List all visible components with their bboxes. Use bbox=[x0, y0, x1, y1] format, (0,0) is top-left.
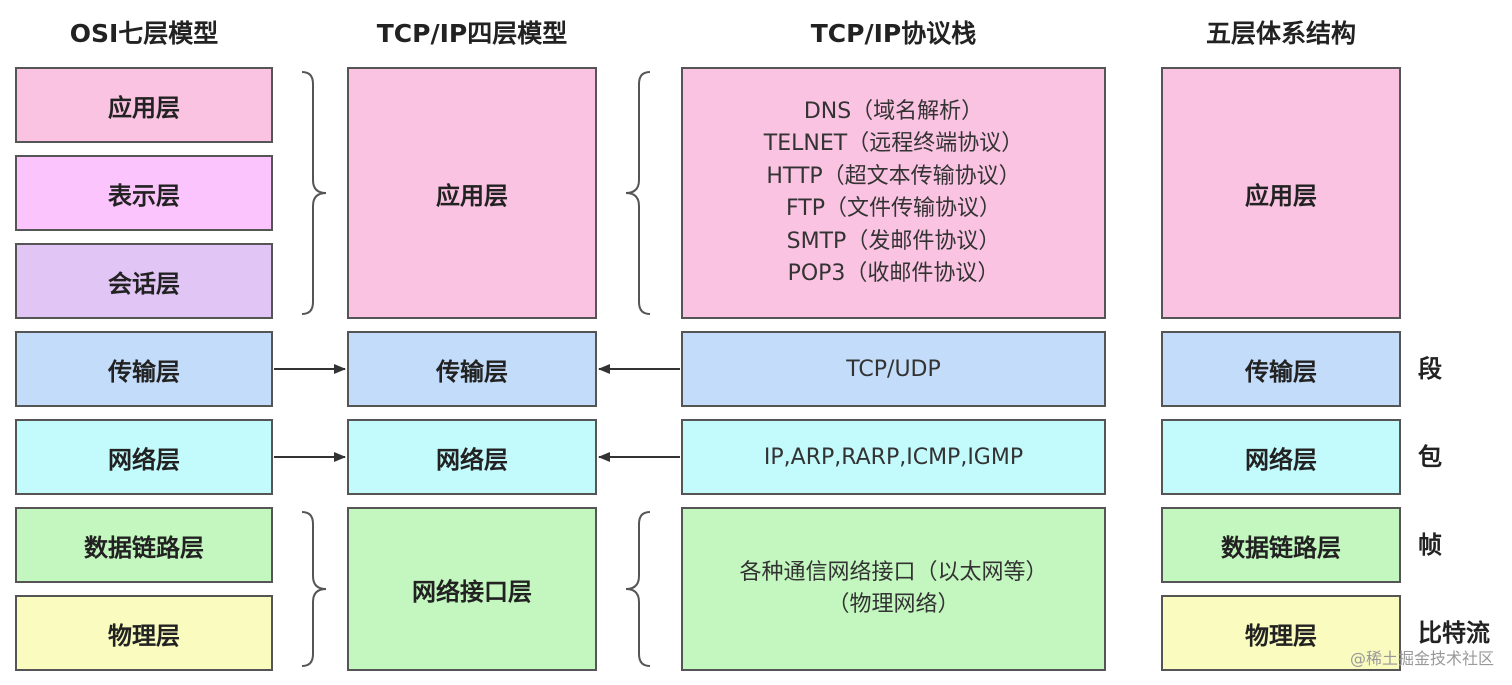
tcpip-network-label: 网络层 bbox=[436, 445, 508, 474]
five-physical-label: 物理层 bbox=[1245, 621, 1317, 650]
brace-stack-application bbox=[625, 71, 651, 315]
osi-transport-layer: 传输层 bbox=[15, 331, 273, 407]
protocol-tcp-udp: TCP/UDP bbox=[846, 356, 941, 382]
unit-frame: 帧 bbox=[1418, 531, 1442, 559]
tcpip-four-layer-title: TCP/IP四层模型 bbox=[376, 19, 568, 48]
five-application-layer: 应用层 bbox=[1161, 67, 1401, 319]
unit-packet: 包 bbox=[1418, 443, 1442, 471]
tcpip-network-interface-layer: 网络接口层 bbox=[347, 507, 597, 671]
brace-osi-upper bbox=[301, 71, 327, 315]
tcpip-transport-label: 传输层 bbox=[436, 357, 508, 386]
stack-network-protocols: IP,ARP,RARP,ICMP,IGMP bbox=[681, 419, 1106, 495]
osi-network-layer: 网络层 bbox=[15, 419, 273, 495]
osi-transport-label: 传输层 bbox=[108, 357, 180, 386]
osi-physical-label: 物理层 bbox=[108, 621, 180, 650]
tcpip-network-layer: 网络层 bbox=[347, 419, 597, 495]
unit-segment: 段 bbox=[1418, 355, 1442, 383]
five-network-layer: 网络层 bbox=[1161, 419, 1401, 495]
protocol-ip-group: IP,ARP,RARP,ICMP,IGMP bbox=[763, 444, 1024, 470]
five-network-label: 网络层 bbox=[1245, 445, 1317, 474]
protocol-ftp: FTP（文件传输协议） bbox=[786, 196, 1001, 221]
protocol-pop3: POP3（收邮件协议） bbox=[787, 261, 1000, 286]
tcpip-application-layer: 应用层 bbox=[347, 67, 597, 319]
tcpip-network-interface-label: 网络接口层 bbox=[412, 577, 532, 606]
osi-data-link-layer: 数据链路层 bbox=[15, 507, 273, 583]
brace-stack-link bbox=[625, 511, 651, 667]
five-application-label: 应用层 bbox=[1245, 181, 1317, 210]
link-interfaces-line: 各种通信网络接口（以太网等） bbox=[739, 559, 1048, 585]
stack-transport-protocols: TCP/UDP bbox=[681, 331, 1106, 407]
osi-session-label: 会话层 bbox=[108, 269, 180, 298]
osi-presentation-layer: 表示层 bbox=[15, 155, 273, 231]
watermark: @稀土掘金技术社区 bbox=[1349, 649, 1494, 668]
osi-application-label: 应用层 bbox=[108, 93, 180, 122]
five-data-link-layer: 数据链路层 bbox=[1161, 507, 1401, 583]
five-transport-layer: 传输层 bbox=[1161, 331, 1401, 407]
five-physical-layer: 物理层 bbox=[1161, 595, 1401, 671]
brace-osi-lower bbox=[301, 511, 327, 667]
five-transport-label: 传输层 bbox=[1245, 357, 1317, 386]
osi-data-link-label: 数据链路层 bbox=[84, 533, 204, 562]
five-data-link-label: 数据链路层 bbox=[1221, 533, 1341, 562]
osi-presentation-label: 表示层 bbox=[108, 181, 180, 210]
tcpip-stack-title: TCP/IP协议栈 bbox=[810, 19, 977, 48]
tcpip-transport-layer: 传输层 bbox=[347, 331, 597, 407]
stack-application-protocols: DNS（域名解析） TELNET（远程终端协议） HTTP（超文本传输协议） F… bbox=[681, 67, 1106, 319]
osi-physical-layer: 物理层 bbox=[15, 595, 273, 671]
osi-model-title: OSI七层模型 bbox=[69, 19, 219, 48]
link-physical-line: （物理网络） bbox=[827, 592, 960, 617]
stack-link-interfaces: 各种通信网络接口（以太网等） （物理网络） bbox=[681, 507, 1106, 671]
osi-network-label: 网络层 bbox=[108, 445, 180, 474]
protocol-dns: DNS（域名解析） bbox=[803, 98, 984, 124]
osi-application-layer: 应用层 bbox=[15, 67, 273, 143]
tcpip-application-label: 应用层 bbox=[436, 181, 508, 210]
unit-bit-stream: 比特流 bbox=[1418, 619, 1490, 647]
osi-session-layer: 会话层 bbox=[15, 243, 273, 319]
protocol-http: HTTP（超文本传输协议） bbox=[766, 163, 1021, 189]
protocol-telnet: TELNET（远程终端协议） bbox=[763, 131, 1024, 156]
protocol-smtp: SMTP（发邮件协议） bbox=[786, 228, 1001, 254]
five-layer-title: 五层体系结构 bbox=[1205, 19, 1356, 48]
